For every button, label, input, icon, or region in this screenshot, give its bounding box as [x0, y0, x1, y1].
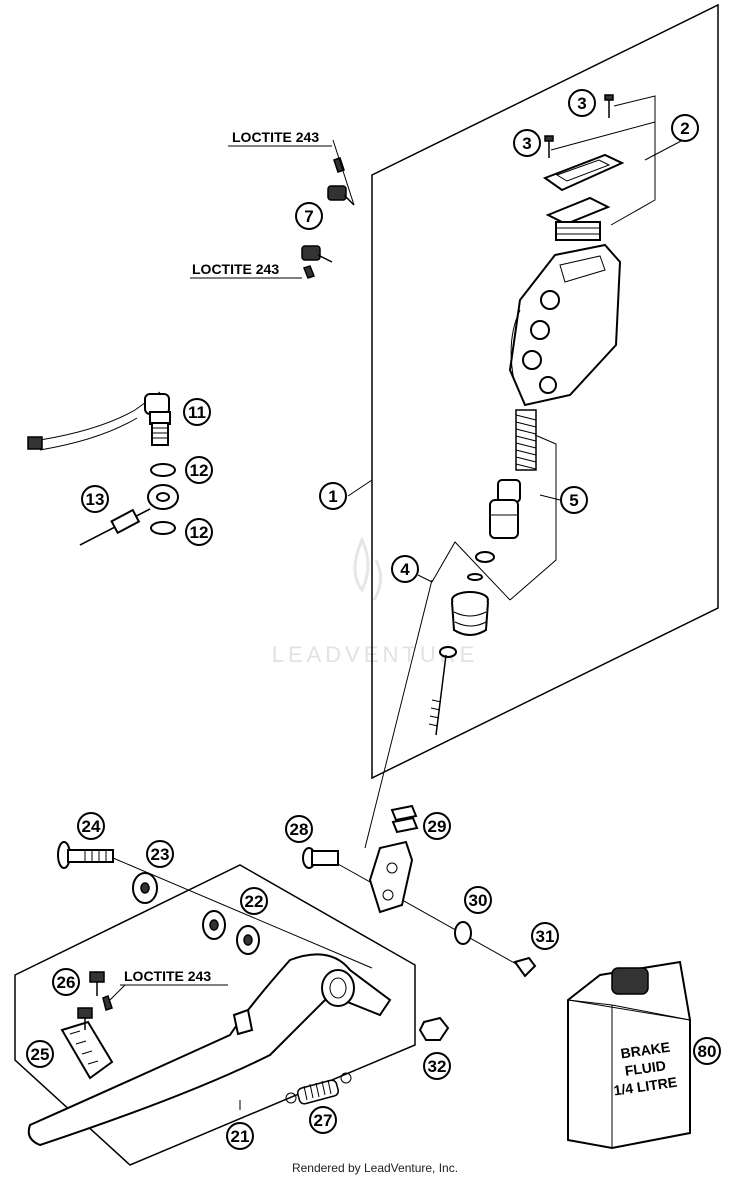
svg-text:4: 4: [400, 560, 410, 579]
reservoir-bellows: [545, 196, 611, 241]
svg-text:25: 25: [31, 1045, 50, 1064]
svg-text:3: 3: [577, 94, 586, 113]
master-cylinder-body: [508, 243, 622, 407]
svg-text:31: 31: [536, 927, 555, 946]
callout-28: 28: [285, 815, 313, 843]
callout-3-a: 3: [568, 89, 596, 117]
bushing-22-a: [202, 910, 226, 940]
pedal-group-frame: [14, 864, 416, 1166]
bracket-5: [509, 434, 557, 601]
svg-text:11: 11: [188, 403, 206, 422]
pivot-axis-line: [112, 857, 373, 969]
svg-text:28: 28: [290, 820, 309, 839]
nut-29: [390, 804, 419, 834]
callout-27: 27: [309, 1106, 337, 1134]
svg-text:23: 23: [151, 845, 170, 864]
callout-1: 1: [319, 482, 347, 510]
callout-11: 11: [183, 398, 211, 426]
footer-credit: Rendered by LeadVenture, Inc.: [292, 1161, 458, 1175]
callout-2: 2: [671, 114, 699, 142]
rubber-boot: [451, 591, 489, 636]
clevis-axis-line: [337, 863, 519, 966]
loctite-label-pedal: LOCTITE 243: [124, 968, 211, 984]
bushing-22-b: [236, 925, 260, 955]
callout-29: 29: [423, 812, 451, 840]
washer-12-a: [150, 463, 176, 477]
push-rod: [428, 646, 457, 736]
clevis: [368, 840, 414, 914]
pivot-bolt-24: [57, 841, 114, 869]
callout-12-b: 12: [185, 518, 213, 546]
bolt-7-group: [301, 139, 355, 279]
seal-ring-a: [475, 551, 495, 563]
brake-fluid-can: BRAKE FLUID 1/4 LITRE: [566, 960, 691, 1150]
bracket-4: [431, 541, 511, 601]
brake-pedal: [27, 953, 392, 1147]
svg-text:13: 13: [86, 490, 105, 509]
bracket-2-3: [610, 95, 656, 226]
return-spring-27: [285, 1072, 352, 1105]
callout-24: 24: [77, 812, 105, 840]
callout-12-a: 12: [185, 456, 213, 484]
loctite-label-mid: LOCTITE 243: [192, 261, 279, 277]
washer-23: [132, 872, 158, 904]
callout-13: 13: [81, 485, 109, 513]
nut-32: [418, 1016, 450, 1041]
callout-26: 26: [52, 968, 80, 996]
piston: [489, 479, 521, 539]
svg-text:21: 21: [231, 1127, 250, 1146]
screw-3-a: [604, 94, 614, 118]
svg-text:24: 24: [82, 817, 101, 836]
brake-hose-13: [79, 484, 179, 546]
callout-80: 80: [693, 1037, 721, 1065]
brake-switch-11: [27, 391, 171, 451]
fluid-can-line-1: BRAKE: [620, 1039, 672, 1062]
callout-30: 30: [464, 886, 492, 914]
callout-32: 32: [423, 1052, 451, 1080]
callout-25: 25: [26, 1040, 54, 1068]
svg-text:27: 27: [314, 1111, 333, 1130]
svg-text:26: 26: [57, 973, 76, 992]
svg-text:7: 7: [304, 207, 313, 226]
leader-lines: [239, 139, 684, 1110]
svg-text:29: 29: [428, 817, 447, 836]
cotter-pin-31: [513, 956, 537, 978]
seal-ring-b: [467, 573, 483, 581]
rod-to-clevis-line: [364, 579, 433, 849]
svg-text:32: 32: [428, 1057, 447, 1076]
callout-22: 22: [240, 887, 268, 915]
svg-text:5: 5: [569, 491, 578, 510]
callout-31: 31: [531, 922, 559, 950]
screw-26: [77, 971, 126, 1030]
washer-12-b: [150, 521, 176, 535]
svg-text:22: 22: [245, 892, 264, 911]
loctite-label-top: LOCTITE 243: [232, 129, 319, 145]
callout-21: 21: [226, 1122, 254, 1150]
washer-30: [454, 921, 472, 945]
svg-text:1: 1: [328, 487, 337, 506]
master-cylinder-group-frame: [371, 3, 719, 780]
svg-text:12: 12: [190, 523, 209, 542]
callout-7: 7: [295, 202, 323, 230]
fluid-can-line-2: FLUID: [624, 1057, 667, 1079]
svg-text:3: 3: [522, 134, 531, 153]
svg-text:30: 30: [469, 891, 488, 910]
clevis-pin-28: [302, 847, 339, 869]
callout-23: 23: [146, 840, 174, 868]
callout-3-b: 3: [513, 129, 541, 157]
pedal-tip-25: [60, 1020, 114, 1080]
svg-text:2: 2: [680, 119, 689, 138]
callout-4: 4: [391, 555, 419, 583]
screw-3-b: [544, 135, 554, 158]
svg-text:80: 80: [698, 1042, 717, 1061]
callout-5: 5: [560, 486, 588, 514]
reservoir-lid: [542, 153, 625, 192]
svg-text:12: 12: [190, 461, 209, 480]
piston-spring: [515, 409, 537, 471]
